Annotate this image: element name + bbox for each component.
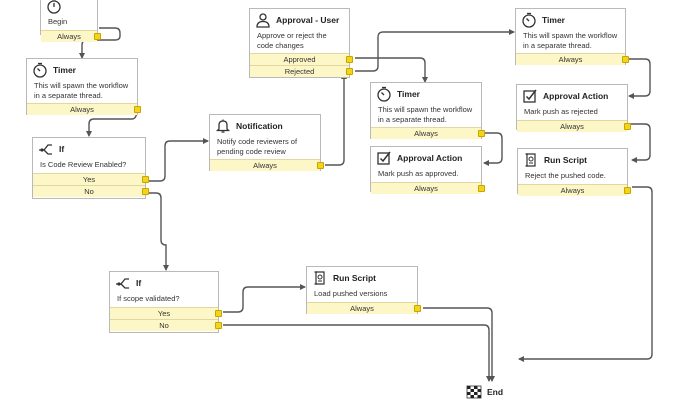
begin-port-always[interactable]: Always <box>41 30 101 42</box>
port-connector[interactable] <box>142 176 149 183</box>
port-connector[interactable] <box>624 187 631 194</box>
begin-label: Begin <box>48 17 68 26</box>
wire-notify-approval <box>325 73 347 166</box>
wire-scriptload-end <box>423 307 495 382</box>
timer-node-1[interactable]: Timer This will spawn the workflow in a … <box>26 58 141 115</box>
node-description: Load pushed versions <box>314 289 388 298</box>
node-title: Timer <box>397 89 420 99</box>
wire-if2no-end <box>223 324 492 382</box>
node-description: Notify code reviewers of pending code re… <box>217 137 298 156</box>
if1-port-yes[interactable]: Yes <box>33 173 149 185</box>
port-connector[interactable] <box>622 56 629 63</box>
if1-port-no[interactable]: No <box>33 185 149 197</box>
timer-node-3[interactable]: Timer This will spawn the workflow in a … <box>515 8 629 65</box>
stopwatch-icon <box>522 12 536 28</box>
node-description: Mark push as rejected <box>524 107 598 116</box>
port-connector[interactable] <box>414 305 421 312</box>
checkered-flag-icon <box>466 385 482 399</box>
wire-if2yes-scriptload <box>223 284 306 313</box>
approval-action-rejected-node[interactable]: Approval Action Mark push as rejected Al… <box>516 84 631 132</box>
if2-port-yes[interactable]: Yes <box>110 307 222 319</box>
branch-icon <box>116 278 129 289</box>
stopwatch-icon <box>377 86 391 102</box>
script-load-port-always[interactable]: Always <box>307 302 421 314</box>
branch-icon <box>39 144 52 155</box>
port-connector[interactable] <box>478 185 485 192</box>
end-node[interactable]: End <box>466 383 526 400</box>
wire-if1yes-notify <box>147 138 209 182</box>
node-description: Approve or reject the code changes <box>257 31 327 50</box>
port-connector[interactable] <box>215 322 222 329</box>
node-title: Notification <box>236 121 283 131</box>
node-description: This will spawn the workflow in a separa… <box>378 105 473 124</box>
node-description: This will spawn the workflow in a separa… <box>523 31 618 50</box>
wire-approved-timer2 <box>355 57 428 83</box>
if2-port-no[interactable]: No <box>110 319 222 331</box>
port-connector[interactable] <box>624 123 631 130</box>
timer2-port-always[interactable]: Always <box>371 127 485 139</box>
approval-port-approved[interactable]: Approved <box>250 53 353 65</box>
port-connector[interactable] <box>94 33 101 40</box>
node-title: Approval Action <box>397 153 463 163</box>
node-title: Timer <box>53 65 76 75</box>
notification-port-always[interactable]: Always <box>210 159 324 171</box>
wire-actionrej-scriptrej <box>630 123 651 163</box>
wire-timer2-actionok <box>482 132 503 166</box>
run-script-reject-node[interactable]: Run Script Reject the pushed code. Alway… <box>517 148 631 196</box>
node-description: Is Code Review Enabled? <box>40 160 127 169</box>
wire-rejected-timer3 <box>355 29 515 72</box>
stopwatch-icon <box>47 0 61 14</box>
port-connector[interactable] <box>215 310 222 317</box>
action-approved-port-always[interactable]: Always <box>371 182 485 194</box>
begin-node[interactable]: Begin Always <box>40 0 101 42</box>
timer3-port-always[interactable]: Always <box>516 53 629 65</box>
approval-port-rejected[interactable]: Rejected <box>250 65 353 77</box>
user-icon <box>256 13 270 28</box>
node-description: Mark push as approved. <box>378 169 459 178</box>
port-connector[interactable] <box>134 106 141 113</box>
node-title: Run Script <box>544 155 587 165</box>
port-connector[interactable] <box>346 68 353 75</box>
if-node-2[interactable]: If If scope validated? Yes No <box>109 271 222 333</box>
timer-node-2[interactable]: Timer This will spawn the workflow in a … <box>370 82 485 139</box>
node-title: Approval Action <box>543 91 609 101</box>
run-script-load-node[interactable]: Run Script Load pushed versions Always <box>306 266 421 314</box>
checkbox-icon <box>523 89 537 103</box>
notification-node[interactable]: Notification Notify code reviewers of pe… <box>209 114 324 171</box>
scroll-icon <box>314 271 325 285</box>
node-title: Approval - User <box>276 15 340 25</box>
node-description: This will spawn the workflow in a separa… <box>34 81 129 100</box>
node-title: Timer <box>542 15 565 25</box>
scroll-icon <box>525 153 536 167</box>
node-title: If <box>59 144 65 154</box>
wire-timer3-actionrej <box>627 58 651 99</box>
approval-user-node[interactable]: Approval - User Approve or reject the co… <box>249 8 353 78</box>
node-title: Run Script <box>333 273 376 283</box>
wire-if1no-if2 <box>147 192 169 271</box>
node-title: If <box>136 278 142 288</box>
checkbox-icon <box>377 151 391 165</box>
node-title: End <box>487 387 504 397</box>
port-connector[interactable] <box>317 162 324 169</box>
port-connector[interactable] <box>478 130 485 137</box>
approval-action-approved-node[interactable]: Approval Action Mark push as approved. A… <box>370 146 485 194</box>
port-connector[interactable] <box>142 188 149 195</box>
stopwatch-icon <box>33 62 47 78</box>
bell-icon <box>215 119 231 133</box>
if-node-1[interactable]: If Is Code Review Enabled? Yes No <box>32 137 149 199</box>
port-connector[interactable] <box>346 56 353 63</box>
timer1-port-always[interactable]: Always <box>27 103 141 115</box>
wire-scriptrej-end <box>518 186 653 362</box>
node-description: If scope validated? <box>117 294 180 303</box>
node-description: Reject the pushed code. <box>525 171 606 180</box>
action-rejected-port-always[interactable]: Always <box>517 120 631 132</box>
script-reject-port-always[interactable]: Always <box>518 184 631 196</box>
